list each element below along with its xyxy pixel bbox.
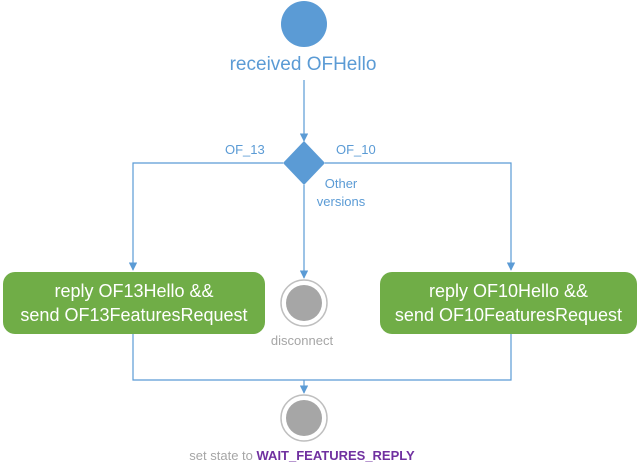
action-of13-line1: reply OF13Hello && [54,281,214,301]
branch-label-other-line2: versions [316,194,366,209]
final-node [286,400,322,436]
final-state-prefix: set state to [189,448,253,463]
final-state-label: set state to WAIT_FEATURES_REPLY [170,448,434,463]
start-node-label: received OFHello [229,54,377,75]
action-of13: reply OF13Hello && send OF13FeaturesRequ… [3,272,265,334]
branch-label-other: Other versions [306,175,376,211]
branch-label-of10: OF_10 [336,142,376,157]
branch-label-other-line1: Other [324,176,358,191]
flow-merge [132,334,512,381]
flow-branch-of10 [325,162,516,271]
disconnect-node [286,285,322,321]
action-of13-line2: send OF13FeaturesRequest [20,305,248,325]
action-of10: reply OF10Hello && send OF10FeaturesRequ… [380,272,637,334]
flow-branch-of13 [128,162,283,271]
branch-label-of13: OF_13 [225,142,265,157]
disconnect-label: disconnect [270,333,334,348]
decision-diamond [283,141,325,185]
start-node [281,1,327,47]
final-state-name: WAIT_FEATURES_REPLY [256,448,415,463]
action-of10-line2: send OF10FeaturesRequest [394,305,623,325]
action-of10-line1: reply OF10Hello && [428,281,589,301]
